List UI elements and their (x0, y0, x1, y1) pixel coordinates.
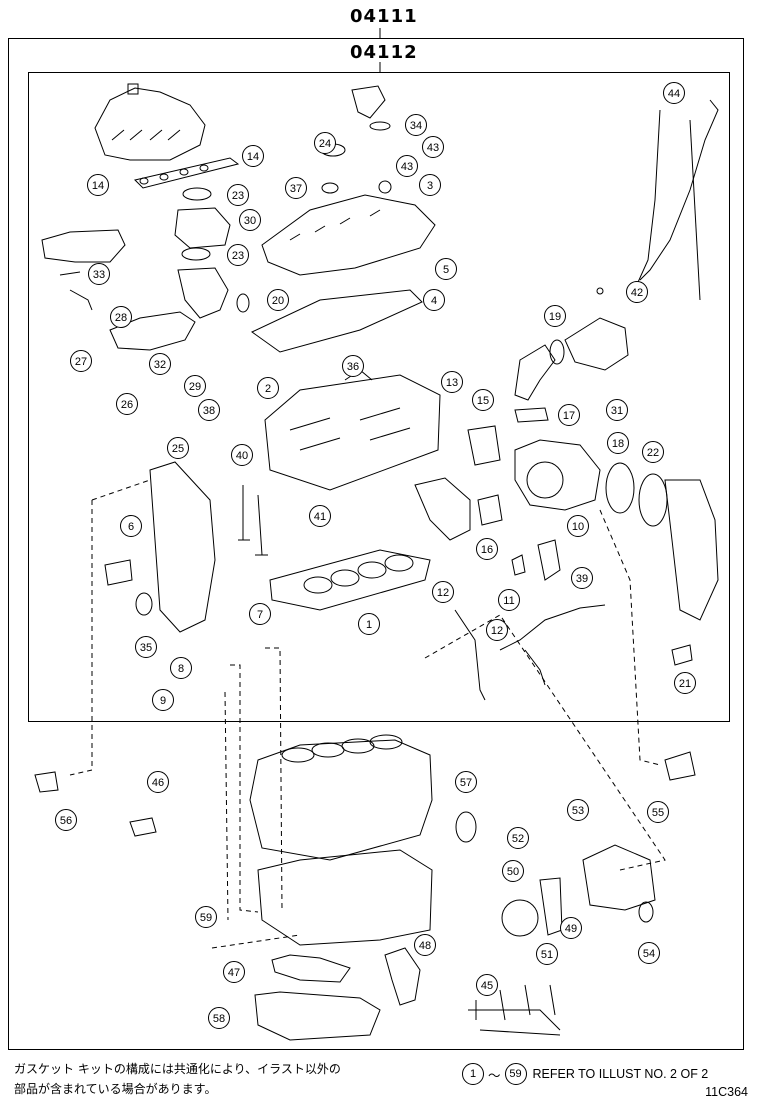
callout-47[interactable]: 47 (223, 961, 245, 983)
inner-kit-frame (28, 72, 730, 722)
callout-11[interactable]: 11 (498, 589, 520, 611)
callout-6[interactable]: 6 (120, 515, 142, 537)
callout-53[interactable]: 53 (567, 799, 589, 821)
callout-10[interactable]: 10 (567, 515, 589, 537)
callout-34[interactable]: 34 (405, 114, 427, 136)
callout-31[interactable]: 31 (606, 399, 628, 421)
callout-35[interactable]: 35 (135, 636, 157, 658)
callout-43a[interactable]: 43 (422, 136, 444, 158)
callout-15[interactable]: 15 (472, 389, 494, 411)
footer-note-line2: 部品が含まれている場合があります。 (14, 1082, 217, 1096)
callout-25[interactable]: 25 (167, 437, 189, 459)
callout-23a[interactable]: 23 (227, 184, 249, 206)
footer-note-line1: ガスケット キットの構成には共通化により、イラスト以外の (14, 1062, 341, 1076)
refer-note: 1 ～ 59 REFER TO ILLUST NO. 2 OF 2 (462, 1063, 708, 1085)
callout-27[interactable]: 27 (70, 350, 92, 372)
cylinder-block-drawing (249, 734, 433, 946)
callout-3[interactable]: 3 (419, 174, 441, 196)
cylinder-head-drawing (264, 369, 441, 491)
range-start-callout: 1 (462, 1063, 484, 1085)
callout-19[interactable]: 19 (544, 305, 566, 327)
callout-8[interactable]: 8 (170, 657, 192, 679)
callout-57[interactable]: 57 (455, 771, 477, 793)
callout-54[interactable]: 54 (638, 942, 660, 964)
callout-55[interactable]: 55 (647, 801, 669, 823)
callout-21[interactable]: 21 (674, 672, 696, 694)
callout-59[interactable]: 59 (195, 906, 217, 928)
callout-4[interactable]: 4 (423, 289, 445, 311)
callout-9[interactable]: 9 (152, 689, 174, 711)
callout-46[interactable]: 46 (147, 771, 169, 793)
diagram-id: 11C364 (705, 1085, 748, 1099)
callout-44[interactable]: 44 (663, 82, 685, 104)
callout-43b[interactable]: 43 (396, 155, 418, 177)
callout-14b[interactable]: 14 (87, 174, 109, 196)
kit-code-inner: 04112 (350, 42, 418, 63)
outer-kit-frame (8, 38, 744, 1050)
callout-12a[interactable]: 12 (432, 581, 454, 603)
callout-2[interactable]: 2 (257, 377, 279, 399)
callout-5[interactable]: 5 (435, 258, 457, 280)
callout-23b[interactable]: 23 (227, 244, 249, 266)
callout-36[interactable]: 36 (342, 355, 364, 377)
callout-28[interactable]: 28 (110, 306, 132, 328)
callout-45[interactable]: 45 (476, 974, 498, 996)
callout-41[interactable]: 41 (309, 505, 331, 527)
callout-48[interactable]: 48 (414, 934, 436, 956)
range-end-callout: 59 (504, 1063, 527, 1085)
callout-52[interactable]: 52 (507, 827, 529, 849)
intake-manifold-drawing (94, 83, 206, 161)
head-gasket-drawing (269, 549, 431, 611)
callout-32[interactable]: 32 (149, 353, 171, 375)
callout-37[interactable]: 37 (285, 177, 307, 199)
callout-42[interactable]: 42 (626, 281, 648, 303)
callout-58[interactable]: 58 (208, 1007, 230, 1029)
callout-49[interactable]: 49 (560, 917, 582, 939)
callout-16[interactable]: 16 (476, 538, 498, 560)
callout-1[interactable]: 1 (358, 613, 380, 635)
callout-12b[interactable]: 12 (486, 619, 508, 641)
callout-17[interactable]: 17 (558, 404, 580, 426)
callout-14a[interactable]: 14 (242, 145, 264, 167)
kit-code-outer: 04111 (350, 6, 418, 27)
callout-26[interactable]: 26 (116, 393, 138, 415)
callout-51[interactable]: 51 (536, 943, 558, 965)
callout-13[interactable]: 13 (441, 371, 463, 393)
callout-18[interactable]: 18 (607, 432, 629, 454)
callout-56[interactable]: 56 (55, 809, 77, 831)
callout-29[interactable]: 29 (184, 375, 206, 397)
callout-24[interactable]: 24 (314, 132, 336, 154)
callout-38[interactable]: 38 (198, 399, 220, 421)
callout-39[interactable]: 39 (571, 567, 593, 589)
callout-22[interactable]: 22 (642, 441, 664, 463)
callout-30[interactable]: 30 (239, 209, 261, 231)
callout-20[interactable]: 20 (267, 289, 289, 311)
refer-text: REFER TO ILLUST NO. 2 OF 2 (532, 1067, 709, 1081)
callout-7[interactable]: 7 (249, 603, 271, 625)
range-separator: ～ (488, 1068, 501, 1083)
callout-50[interactable]: 50 (502, 860, 524, 882)
callout-33[interactable]: 33 (88, 263, 110, 285)
callout-40[interactable]: 40 (231, 444, 253, 466)
